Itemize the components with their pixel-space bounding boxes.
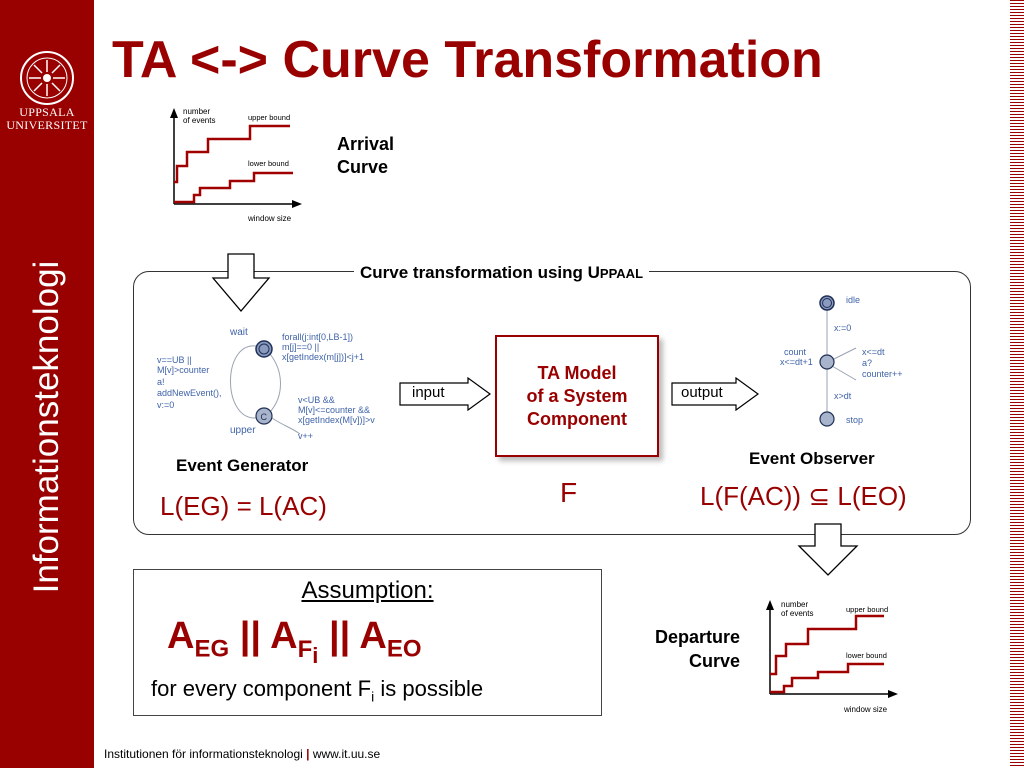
arrival-lower-bound-line xyxy=(174,171,293,204)
arrival-y-label-1: number xyxy=(183,107,210,116)
departure-upper-label: upper bound xyxy=(846,605,888,614)
sidebar-band xyxy=(0,0,94,768)
departure-y-label-2: of events xyxy=(781,609,813,618)
departure-upper-bound-line xyxy=(770,614,884,676)
svg-text:x:=0: x:=0 xyxy=(834,323,851,333)
arrival-x-arrow-icon xyxy=(292,200,302,208)
arrival-curve-chart: number of events upper bound lower bound… xyxy=(170,107,302,223)
svg-text:x>dt: x>dt xyxy=(834,391,852,401)
departure-curve-caption: Departure Curve xyxy=(654,627,740,671)
transformation-frame-title: Curve transformation using UPPAAL xyxy=(354,261,650,286)
eg-location-wait: wait xyxy=(229,327,248,338)
arrival-upper-label: upper bound xyxy=(248,113,290,122)
arrival-upper-bound-line xyxy=(174,124,290,184)
arrival-x-label: window size xyxy=(247,214,292,223)
svg-text:x<=dt+1: x<=dt+1 xyxy=(780,357,813,367)
input-label: input xyxy=(412,384,445,401)
svg-text:stop: stop xyxy=(846,415,863,425)
svg-text:counter++: counter++ xyxy=(862,369,903,379)
svg-text:M[v]>counter: M[v]>counter xyxy=(157,365,209,375)
departure-curve-chart: number of events upper bound lower bound… xyxy=(766,600,898,714)
departure-x-arrow-icon xyxy=(888,690,898,698)
university-name-line2: UNIVERSITET xyxy=(6,118,88,132)
svg-text:v<UB &&: v<UB && xyxy=(298,395,335,405)
eo-state-count xyxy=(819,354,835,370)
assumption-footnote: for every component Fi is possible xyxy=(151,676,484,705)
assumption-heading: Assumption: xyxy=(301,577,434,604)
footer-separator: | xyxy=(306,747,310,761)
svg-text:x<=dt: x<=dt xyxy=(862,347,885,357)
svg-text:x[getIndex(M[v])]>v: x[getIndex(M[v])]>v xyxy=(298,415,375,425)
departure-y-label-1: number xyxy=(781,600,808,609)
svg-text:a?: a? xyxy=(862,358,872,368)
event-generator-formula: L(EG) = L(AC) xyxy=(160,491,327,521)
eo-self-loop xyxy=(831,347,857,381)
departure-y-arrow-icon xyxy=(766,600,774,610)
eo-state-stop xyxy=(819,411,835,427)
svg-text:v==UB ||: v==UB || xyxy=(157,355,192,365)
university-name: UPPSALA UNIVERSITET xyxy=(0,106,94,132)
ta-model-box xyxy=(495,335,659,457)
departure-x-label: window size xyxy=(843,705,888,714)
output-arrow-icon xyxy=(671,377,760,411)
departure-lower-bound-line xyxy=(770,662,884,694)
university-seal-icon xyxy=(20,51,74,105)
arrival-y-arrow-icon xyxy=(170,108,178,118)
eg-loop-edge xyxy=(271,417,301,435)
footer: Institutionen för informationsteknologi … xyxy=(104,747,380,761)
footer-url-link[interactable]: www.it.uu.se xyxy=(312,747,381,761)
slide-title: TA <-> Curve Transformation xyxy=(112,31,823,89)
svg-text:C: C xyxy=(261,412,268,422)
event-observer-formula: L(F(AC)) ⊆ L(EO) xyxy=(700,481,907,511)
svg-text:v:=0: v:=0 xyxy=(157,400,174,410)
eg-location-upper: upper xyxy=(230,425,256,436)
svg-text:idle: idle xyxy=(846,295,860,305)
eg-committed-location xyxy=(255,407,273,425)
event-generator-automaton: wait upper v==UB || M[v]>counter a! addN… xyxy=(157,327,375,441)
svg-text:forall(j:int[0,LB-1]): forall(j:int[0,LB-1]) xyxy=(282,332,353,342)
vertical-department-label: Informationsteknologi xyxy=(27,260,66,594)
svg-text:v++: v++ xyxy=(298,431,313,441)
assumption-box xyxy=(133,569,602,716)
input-arrow-icon xyxy=(399,377,492,411)
eg-right-edge xyxy=(269,353,281,413)
svg-text:M[v]<=counter &&: M[v]<=counter && xyxy=(298,405,370,415)
arrival-y-label-2: of events xyxy=(183,116,215,125)
event-observer-automaton: idle x:=0 count x<=dt+1 x<=dt a? counter… xyxy=(780,295,903,427)
output-label: output xyxy=(681,384,723,401)
svg-text:count: count xyxy=(784,347,807,357)
svg-text:a!: a! xyxy=(157,377,165,387)
arrival-curve-caption: Arrival Curve xyxy=(337,134,395,177)
departure-lower-label: lower bound xyxy=(846,651,887,660)
parallel-composition-formula: AEG || AFi || AEO xyxy=(167,615,422,668)
down-arrow-out-of-frame-icon xyxy=(797,523,859,576)
right-stripe-border xyxy=(1010,0,1024,768)
eg-left-edge xyxy=(230,345,257,419)
svg-text:x[getIndex(m[j])]<j+1: x[getIndex(m[j])]<j+1 xyxy=(282,352,364,362)
arrival-lower-label: lower bound xyxy=(248,159,289,168)
event-generator-label: Event Generator xyxy=(176,456,309,475)
component-symbol-f: F xyxy=(560,477,578,508)
svg-text:m[j]==0 ||: m[j]==0 || xyxy=(282,342,319,352)
ta-model-label: TA Model of a System Component xyxy=(526,363,628,429)
down-arrow-into-frame-icon xyxy=(211,253,271,313)
footer-institution: Institutionen för informationsteknologi xyxy=(104,747,303,761)
svg-text:addNewEvent(),: addNewEvent(), xyxy=(157,388,222,398)
university-name-line1: UPPSALA xyxy=(19,105,75,119)
event-observer-label: Event Observer xyxy=(749,449,875,468)
